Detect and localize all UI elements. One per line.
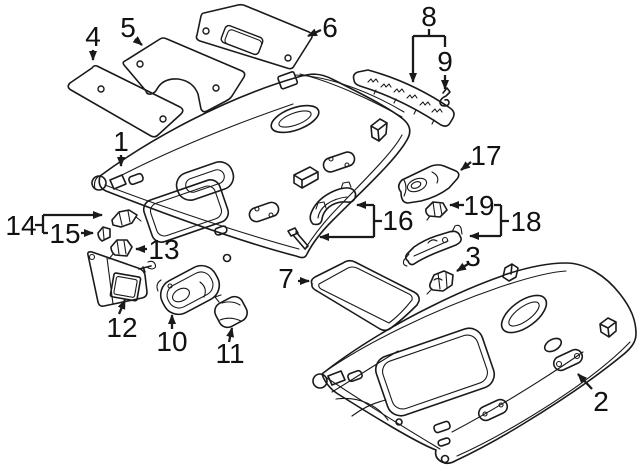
- callout-3: 3: [465, 241, 481, 272]
- leader-3: [456, 262, 469, 272]
- part-19-clip: [425, 201, 448, 221]
- part-1-headliner-panel: [91, 71, 411, 263]
- callout-19: 19: [463, 190, 494, 221]
- callout-6: 6: [322, 12, 338, 43]
- callout-2: 2: [593, 386, 609, 417]
- leader-2: [577, 373, 593, 390]
- part-6-insulation-pad-right: [195, 3, 313, 70]
- part-11-visor-clip: [214, 294, 248, 329]
- part-10-visor-clip-housing: [156, 264, 221, 316]
- callout-7: 7: [278, 263, 294, 294]
- part-17-bracket: [397, 164, 460, 204]
- bracket-14: [35, 215, 48, 235]
- part-15-clip: [97, 226, 111, 242]
- part-9-clip: [439, 87, 451, 107]
- leader-12: [117, 299, 127, 315]
- callout-12: 12: [106, 312, 137, 343]
- callout-18: 18: [510, 206, 541, 237]
- leader-5: [132, 36, 143, 46]
- leader-11: [226, 327, 235, 343]
- bracket-18: [494, 203, 509, 236]
- leader-6: [307, 28, 322, 38]
- part-4-insulation-pad-left: [67, 64, 184, 138]
- part-7-sunshade-panel: [310, 259, 420, 332]
- part-5-insulation-pad-center: [122, 37, 246, 113]
- callout-13: 13: [148, 234, 179, 265]
- part-16-screw: [287, 227, 309, 250]
- callout-1: 1: [113, 126, 129, 157]
- callout-10: 10: [156, 326, 187, 357]
- bracket-16: [372, 205, 382, 237]
- callout-5: 5: [120, 12, 136, 43]
- callout-8: 8: [421, 1, 437, 32]
- callout-14: 14: [5, 210, 36, 241]
- part-3-clip: [426, 270, 454, 295]
- part-8-roof-bow: [352, 69, 455, 127]
- callout-11: 11: [215, 338, 244, 369]
- part-2-headliner-panel-sunroof: [312, 262, 637, 465]
- callout-16: 16: [382, 205, 413, 236]
- callout-17: 17: [470, 140, 501, 171]
- bracket-8: [413, 29, 447, 47]
- callout-labels: 1 2 3 4 5 6 7 8 9 10 11 12 13 14 15 16 1…: [5, 1, 608, 417]
- callout-4: 4: [85, 21, 101, 52]
- part-18-mounting-rail: [402, 224, 463, 267]
- callout-15: 15: [49, 218, 80, 249]
- part-16-grab-handle: [309, 181, 357, 226]
- part-13-clip: [108, 239, 133, 260]
- part-14-clip: [111, 209, 142, 228]
- callout-9: 9: [437, 46, 453, 77]
- part-12-sun-visor: [87, 251, 157, 307]
- leader-17: [460, 161, 472, 171]
- callout-leaders: [35, 28, 593, 390]
